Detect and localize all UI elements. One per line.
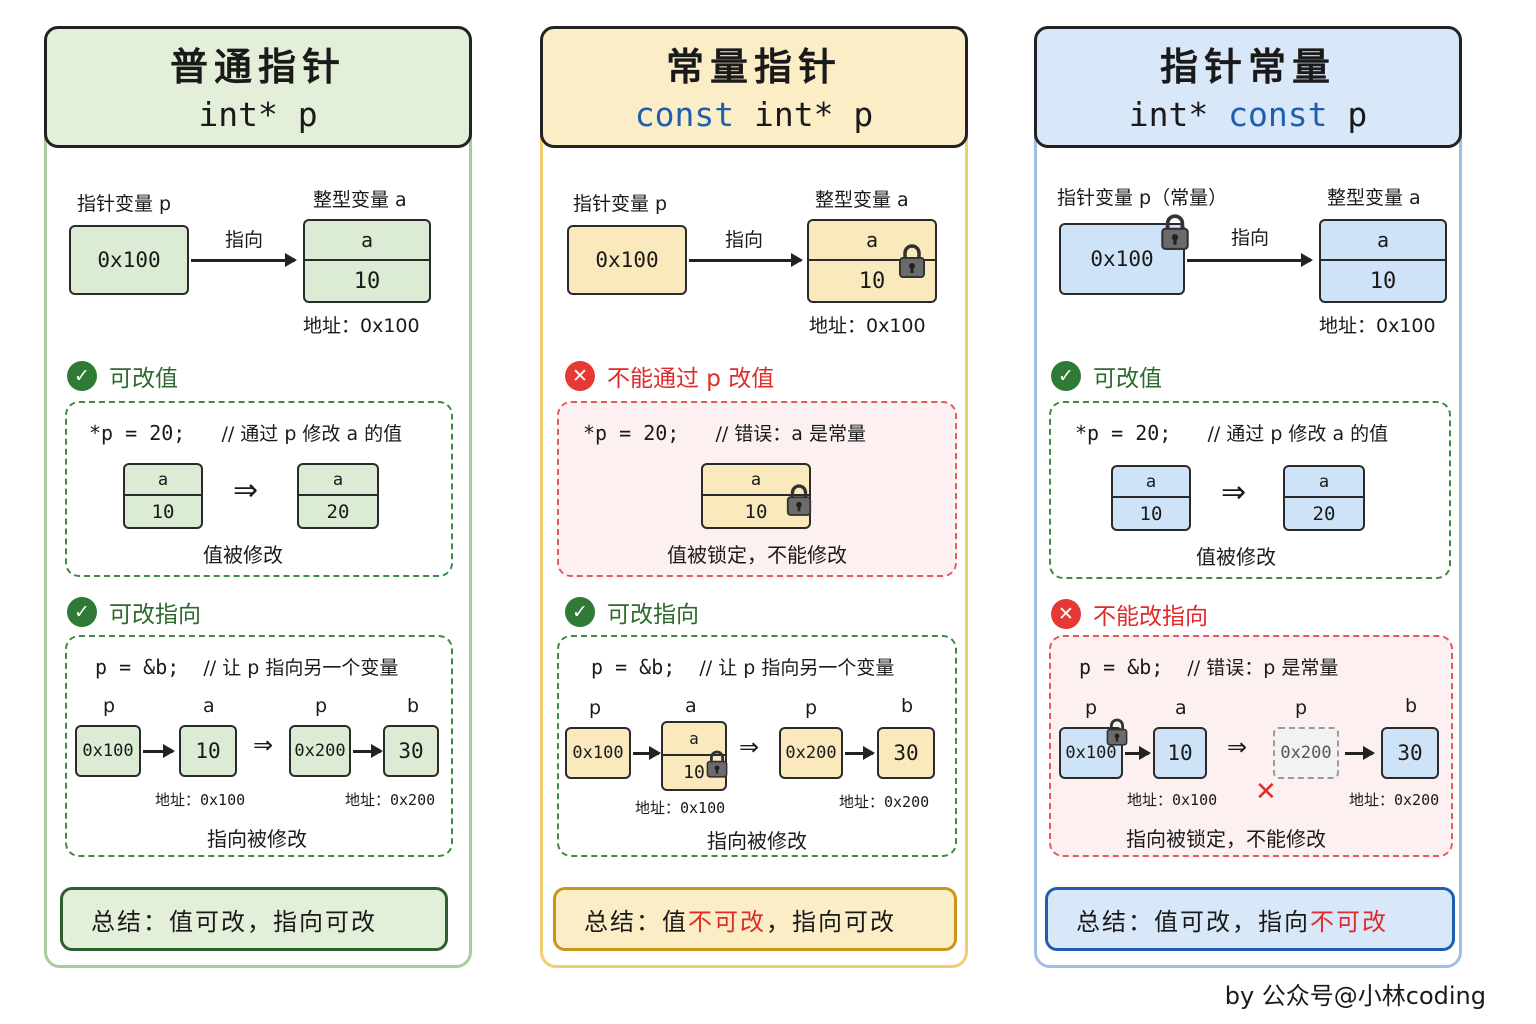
column-title: 常量指针 [665,45,842,89]
var-after: a 20 [1283,465,1365,531]
check-circle-icon: ✓ [67,597,97,627]
column-title: 指针常量 [1159,45,1336,89]
column-normal-pointer: 普通指针 int* p 指针变量 p 整型变量 a 0x100 指向 a 10 … [44,26,472,968]
pointer-box: 0x100 [75,725,141,777]
int-var-box: a 10 [1319,219,1447,303]
declaration: const int* p [634,95,874,134]
var-name: a [305,221,429,261]
caption: 指向被锁定，不能修改 [1126,827,1326,851]
code-line: *p = 20; // 通过 p 修改 a 的值 [89,421,403,445]
summary: 总结：值不可改，指向可改 [553,887,957,951]
var-before: a 10 [123,463,203,529]
pointer-var-label: 指针变量 p（常量） [1057,187,1228,209]
address-label: 地址：0x100 [1319,315,1436,337]
code-line: *p = 20; // 错误：a 是常量 [583,421,866,445]
column-header: 普通指针 int* p [44,26,472,148]
declaration: int* const p [1128,95,1368,134]
var-value: 10 [1369,268,1397,294]
points-to-arrow [191,253,297,267]
var-value: 10 [858,268,886,294]
caption: 值被修改 [1196,545,1276,569]
section-title-change-pointer: ✓ 可改指向 [67,595,201,629]
int-var-label: 整型变量 a [313,189,407,211]
points-to-arrow [689,253,803,267]
code-line: p = &b; // 让 p 指向另一个变量 [95,655,399,679]
change-pointer-panel: p = &b; // 让 p 指向另一个变量 p a p b 0x100 10 … [65,635,453,857]
cannot-change-pointer-panel: p = &b; // 错误：p 是常量 p a p b 0x100 10 ⇒ 0… [1049,635,1453,857]
pointer-var-label: 指针变量 p [573,193,668,215]
column-pointer-to-const: 常量指针 const int* p 指针变量 p 整型变量 a 0x100 指向… [540,26,968,968]
footer-credit: by 公众号@小林coding [1224,982,1486,1010]
var-box-b: 30 [1381,727,1439,779]
check-circle-icon: ✓ [1051,361,1081,391]
column-const-pointer: 指针常量 int* const p 指针变量 p（常量） 整型变量 a 0x10… [1034,26,1462,968]
section-title-cannot-change-value: ✕ 不能通过 p 改值 [565,359,774,393]
int-var-label: 整型变量 a [815,189,909,211]
column-header: 常量指针 const int* p [540,26,968,148]
int-var-label: 整型变量 a [1327,187,1421,209]
implies-arrow: ⇒ [233,473,259,508]
pointer-box-new: 0x200 [289,725,351,777]
pointer-box: 0x100 [69,225,189,295]
section-title-change-value: ✓ 可改值 [1051,359,1162,393]
locked-var: a 10 [661,721,727,791]
check-circle-icon: ✓ [67,361,97,391]
code-line: p = &b; // 让 p 指向另一个变量 [591,655,895,679]
declaration: int* p [198,95,318,134]
caption: 指向被修改 [707,829,807,853]
section-title-change-pointer: ✓ 可改指向 [565,595,699,629]
var-box-b: 30 [877,727,935,779]
pointer-box: 0x100 [565,727,631,779]
lock-icon [785,483,813,517]
implies-arrow: ⇒ [1221,475,1247,510]
points-to-label: 指向 [1231,227,1270,249]
pointer-box-rejected: 0x200 [1273,727,1339,779]
var-name: a [809,221,935,261]
caption: 值被修改 [203,543,283,567]
var-after: a 20 [297,463,379,529]
pointer-box: 0x100 [567,225,687,295]
address-label: 地址：0x100 [303,315,420,337]
change-pointer-panel: p = &b; // 让 p 指向另一个变量 p a p b 0x100 a 1… [557,635,957,857]
pointer-var-label: 指针变量 p [77,193,172,215]
check-circle-icon: ✓ [565,597,595,627]
cross-mark: ✕ [1255,777,1277,807]
code-line: p = &b; // 错误：p 是常量 [1079,655,1339,679]
lock-icon [897,243,927,279]
x-circle-icon: ✕ [1051,599,1081,629]
var-box-b: 30 [383,725,439,777]
code-line: *p = 20; // 通过 p 修改 a 的值 [1075,421,1389,445]
caption: 值被锁定，不能修改 [667,543,847,567]
change-value-panel: *p = 20; // 通过 p 修改 a 的值 a 10 ⇒ a 20 值被修… [65,401,453,577]
address-label: 地址：0x100 [809,315,926,337]
column-header: 指针常量 int* const p [1034,26,1462,148]
points-to-label: 指向 [225,229,264,251]
points-to-arrow [1187,253,1313,267]
section-title-change-value: ✓ 可改值 [67,359,178,393]
var-before: a 10 [1111,465,1191,531]
summary: 总结：值可改，指向可改 [60,887,448,951]
cannot-change-value-panel: *p = 20; // 错误：a 是常量 a 10 值被锁定，不能修改 [557,401,957,577]
column-title: 普通指针 [169,45,346,89]
caption: 指向被修改 [207,827,307,851]
section-title-cannot-change-pointer: ✕ 不能改指向 [1051,597,1208,631]
x-circle-icon: ✕ [565,361,595,391]
var-box: 10 [179,725,237,777]
summary: 总结：值可改，指向不可改 [1045,887,1455,951]
var-name: a [1321,221,1445,261]
lock-icon [1105,717,1129,747]
change-value-panel: *p = 20; // 通过 p 修改 a 的值 a 10 ⇒ a 20 值被修… [1049,401,1451,579]
var-box: 10 [1153,727,1207,779]
lock-icon [1159,213,1191,251]
var-value: 10 [353,268,381,294]
int-var-box: a 10 [303,219,431,303]
pointer-box-new: 0x200 [779,727,843,779]
lock-icon [705,749,729,779]
points-to-label: 指向 [725,229,764,251]
